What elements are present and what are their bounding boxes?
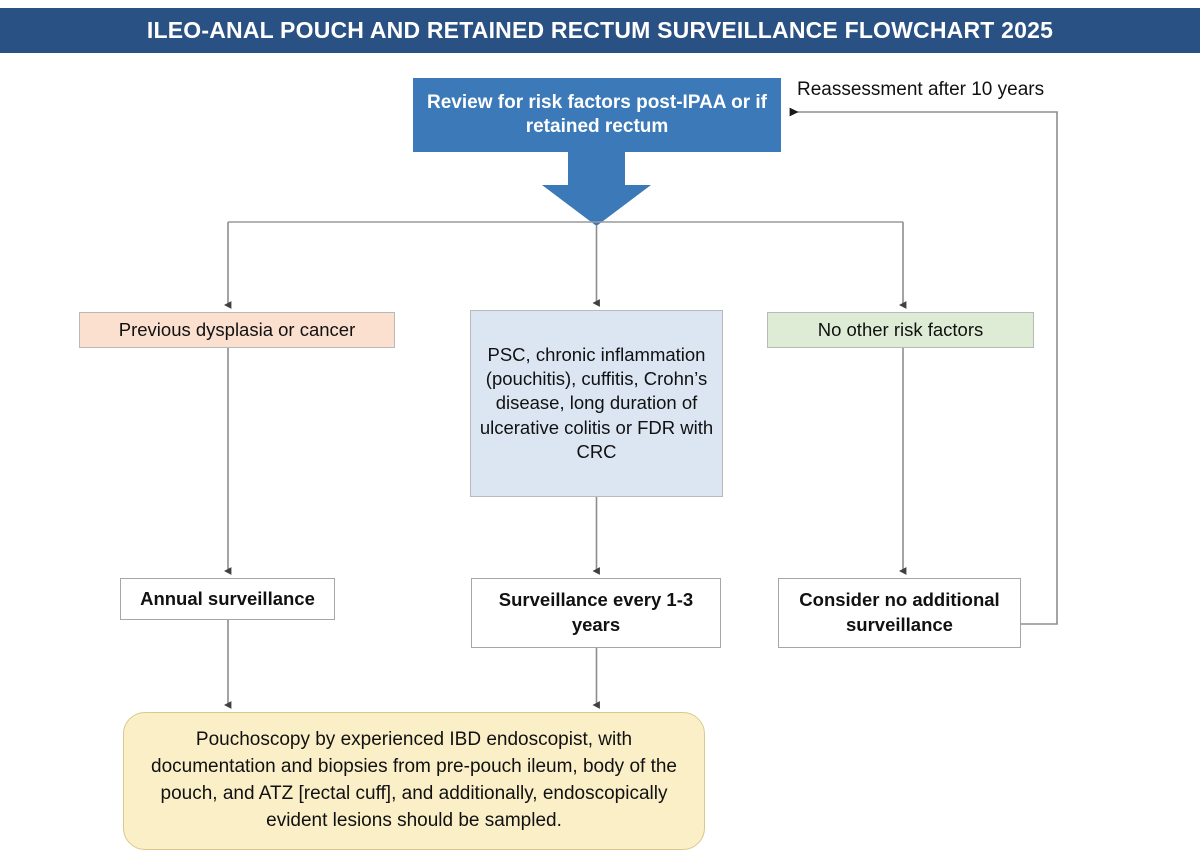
node-pouchoscopy-protocol[interactable]: Pouchoscopy by experienced IBD endoscopi… bbox=[123, 712, 705, 850]
node-consider-no-additional-surveillance-label: Consider no additional surveillance bbox=[799, 589, 1000, 635]
node-surveillance-every-1-3-years[interactable]: Surveillance every 1-3 years bbox=[471, 578, 721, 648]
node-annual-surveillance-label: Annual surveillance bbox=[140, 587, 315, 609]
root-block-arrow bbox=[542, 152, 651, 226]
node-previous-dysplasia-or-cancer[interactable]: Previous dysplasia or cancer bbox=[79, 312, 395, 348]
wire-reassessment-loop bbox=[789, 107, 1058, 625]
node-psc-chronic-inflammation[interactable]: PSC, chronic inflammation (pouchitis), c… bbox=[470, 310, 723, 497]
node-review-risk-factors[interactable]: Review for risk factors post-IPAA or if … bbox=[413, 78, 781, 152]
node-previous-dysplasia-or-cancer-label: Previous dysplasia or cancer bbox=[118, 318, 356, 340]
node-review-risk-factors-label: Review for risk factors post-IPAA or if … bbox=[427, 92, 767, 137]
node-consider-no-additional-surveillance[interactable]: Consider no additional surveillance bbox=[778, 578, 1021, 648]
node-no-other-risk-factors-label: No other risk factors bbox=[817, 318, 984, 340]
reassessment-loop-label: Reassessment after 10 years bbox=[797, 79, 1045, 100]
node-annual-surveillance[interactable]: Annual surveillance bbox=[120, 578, 335, 620]
page-title: ILEO-ANAL POUCH AND RETAINED RECTUM SURV… bbox=[146, 17, 1054, 43]
header-bar: ILEO-ANAL POUCH AND RETAINED RECTUM SURV… bbox=[0, 8, 1200, 53]
node-no-other-risk-factors[interactable]: No other risk factors bbox=[767, 312, 1034, 348]
node-psc-chronic-inflammation-label: PSC, chronic inflammation (pouchitis), c… bbox=[479, 344, 714, 462]
node-pouchoscopy-protocol-label: Pouchoscopy by experienced IBD endoscopi… bbox=[151, 729, 677, 831]
node-surveillance-every-1-3-years-label: Surveillance every 1-3 years bbox=[498, 589, 694, 635]
